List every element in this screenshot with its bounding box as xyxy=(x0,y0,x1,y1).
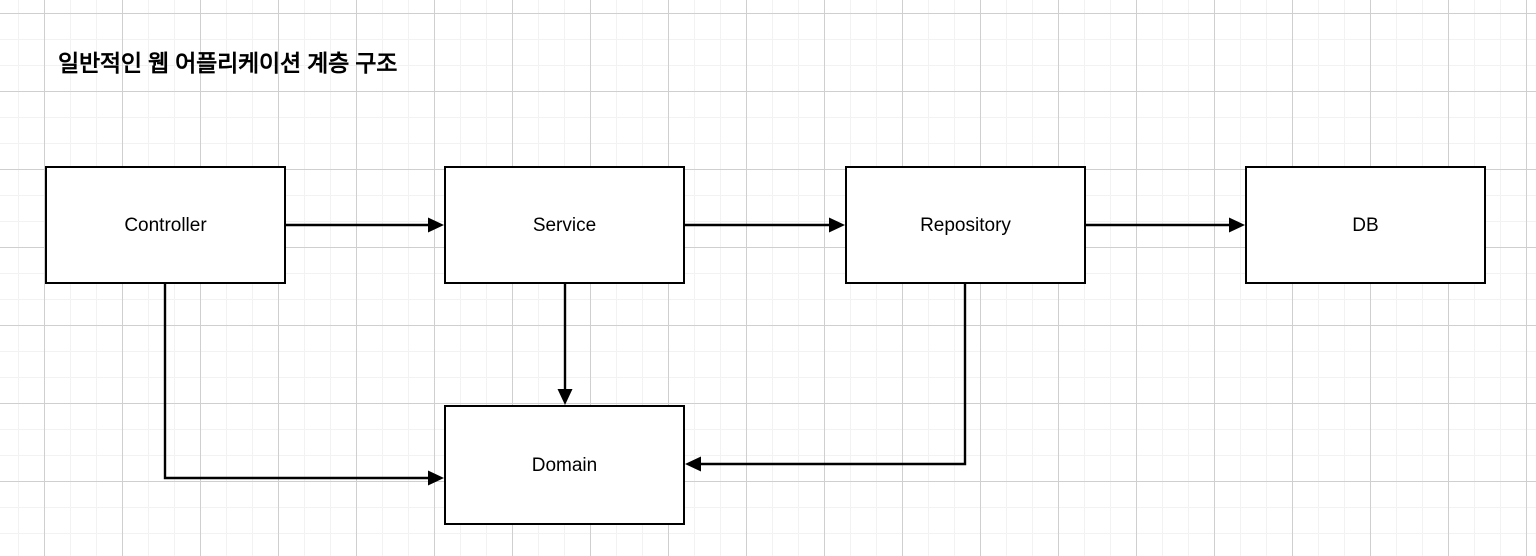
node-domain[interactable]: Domain xyxy=(444,405,685,525)
edge-service-to-repository xyxy=(685,217,845,233)
node-service[interactable]: Service xyxy=(444,166,685,284)
node-db-label: DB xyxy=(1352,214,1379,236)
edge-repository-to-domain xyxy=(685,284,967,472)
node-repository-label: Repository xyxy=(920,214,1011,236)
node-service-label: Service xyxy=(532,214,597,236)
page-title: 일반적인 웹 어플리케이션 계층 구조 xyxy=(58,50,398,76)
edge-repository-to-db xyxy=(1086,217,1245,233)
node-repository[interactable]: Repository xyxy=(845,166,1086,284)
edge-controller-to-domain xyxy=(163,284,444,486)
node-db[interactable]: DB xyxy=(1245,166,1486,284)
edge-service-to-domain xyxy=(557,284,573,405)
node-controller-label: Controller xyxy=(124,214,207,236)
node-domain-label: Domain xyxy=(531,454,598,476)
node-controller[interactable]: Controller xyxy=(45,166,286,284)
edge-controller-to-service xyxy=(286,217,444,233)
